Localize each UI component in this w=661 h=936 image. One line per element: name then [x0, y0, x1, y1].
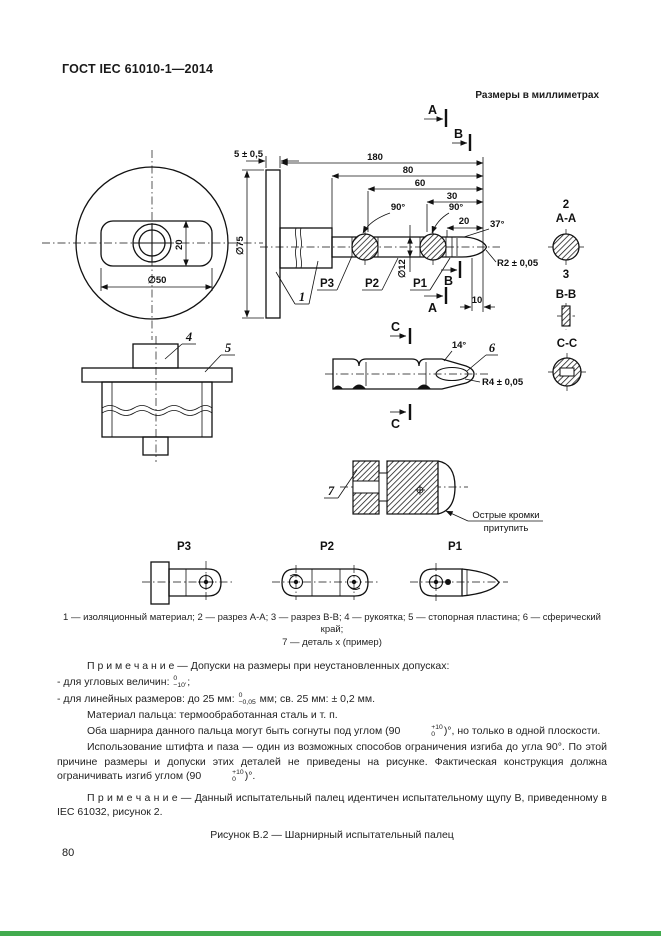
section-marker-c-bottom: С	[391, 417, 400, 431]
tolerance-linear: - для линейных размеров: до 25 мм: 0−0,0…	[57, 691, 376, 706]
linear-tolerance-stack: 0−0,05	[238, 691, 256, 706]
item-label-4: 4	[185, 330, 192, 344]
material-note: Материал пальца: термообработанная сталь…	[87, 708, 338, 721]
dim-10: 10	[472, 295, 483, 306]
dim-spherical-radius: R4 ± 0,05	[482, 377, 524, 388]
footer-accent-bar	[0, 931, 661, 936]
dim-30: 30	[447, 191, 458, 202]
technical-drawing: 20 ∅50 5 ± 0,5 ∅75	[42, 103, 586, 605]
item-label-6: 6	[489, 341, 496, 355]
dim-180: 180	[367, 152, 383, 163]
section-marker-c-top: С	[391, 320, 400, 334]
dim-80: 80	[403, 165, 414, 176]
dim-angle-90-first: 90°	[391, 202, 406, 213]
section-cc-label: С-С	[557, 338, 577, 350]
dim-finger-dia: ∅12	[397, 259, 408, 278]
note1-title: П р и м е ч а н и е — Допуски на размеры…	[87, 660, 450, 673]
finger-side-view: 5 ± 0,5 ∅75 180	[234, 103, 539, 319]
part-label-p1-main: Р1	[413, 278, 428, 290]
item-label-5: 5	[225, 341, 231, 355]
angular-tolerance-stack: 0−10′	[173, 675, 187, 690]
page-number: 80	[62, 847, 75, 859]
section-2-number: 2	[563, 199, 569, 211]
dim-60: 60	[415, 178, 426, 189]
legend-line1: 1 — изоляционный материал; 2 — разрез А-…	[63, 612, 601, 636]
section-2-label: А-А	[556, 213, 576, 225]
dim-angle-37: 37°	[490, 219, 505, 230]
dim-hole-dia: ∅50	[148, 275, 167, 286]
detail-7-section: 7 Острые кромки притупить	[324, 460, 543, 534]
dim-plate-thickness: 5 ± 0,5	[234, 149, 264, 160]
handle-assembly-view: 4 5	[81, 330, 235, 462]
dim-angle-14: 14°	[452, 340, 467, 351]
units-note: Размеры в миллиметрах	[475, 90, 599, 101]
bent-finger-view: С 14° 6 R4 ± 0,05 С	[325, 320, 524, 431]
section-3-label: В-В	[556, 289, 576, 301]
figure-legend: 1 — изоляционный материал; 2 — разрез А-…	[57, 612, 607, 649]
section-3-number: 3	[563, 269, 569, 281]
dim-angle-90-second: 90°	[449, 202, 464, 213]
sharp-edges-note-line1: Острые кромки	[472, 510, 539, 521]
disc-front-view: 20 ∅50	[42, 150, 263, 340]
part-details-row: Р3 Р2 Р1	[142, 541, 508, 605]
part-label-p2: Р2	[320, 541, 334, 553]
tolerance-angular: - для угловых величин: 0−10′;	[57, 675, 191, 690]
section-views: 2 А-А 3 В-В С-С	[548, 199, 586, 391]
hinges-note: Оба шарнира данного пальца могут быть со…	[87, 724, 601, 739]
note2-identity: П р и м е ч а н и е — Данный испытательн…	[57, 792, 607, 819]
section-marker-b-bottom: В	[444, 274, 453, 288]
dim-disc-dia: ∅75	[235, 235, 246, 255]
legend-line2: 7 — деталь х (пример)	[282, 636, 382, 648]
dim-slot-width: 20	[174, 239, 185, 250]
sharp-edges-note-line2: притупить	[484, 523, 529, 534]
part-label-p3-main: Р3	[320, 278, 334, 290]
figure-caption: Рисунок В.2 — Шарнирный испытательный па…	[210, 829, 454, 842]
section-marker-b-top: В	[454, 127, 463, 141]
dim-20: 20	[459, 216, 470, 227]
part-label-p2-main: Р2	[365, 278, 379, 290]
item-label-7: 7	[328, 484, 335, 498]
section-marker-a-top: А	[428, 103, 437, 117]
section-marker-a-bottom: А	[428, 301, 437, 315]
item-label-1: 1	[299, 290, 305, 304]
dim-tip-radius: R2 ± 0,05	[497, 258, 539, 269]
part-label-p3: Р3	[177, 541, 191, 553]
notes-block: 1 — изоляционный материал; 2 — разрез А-…	[57, 612, 607, 845]
part-label-p1: Р1	[448, 541, 463, 553]
pin-groove-note: Использование штифта и паза — один из во…	[57, 741, 607, 783]
standard-number-header: ГОСТ IEC 61010-1—2014	[62, 62, 214, 76]
